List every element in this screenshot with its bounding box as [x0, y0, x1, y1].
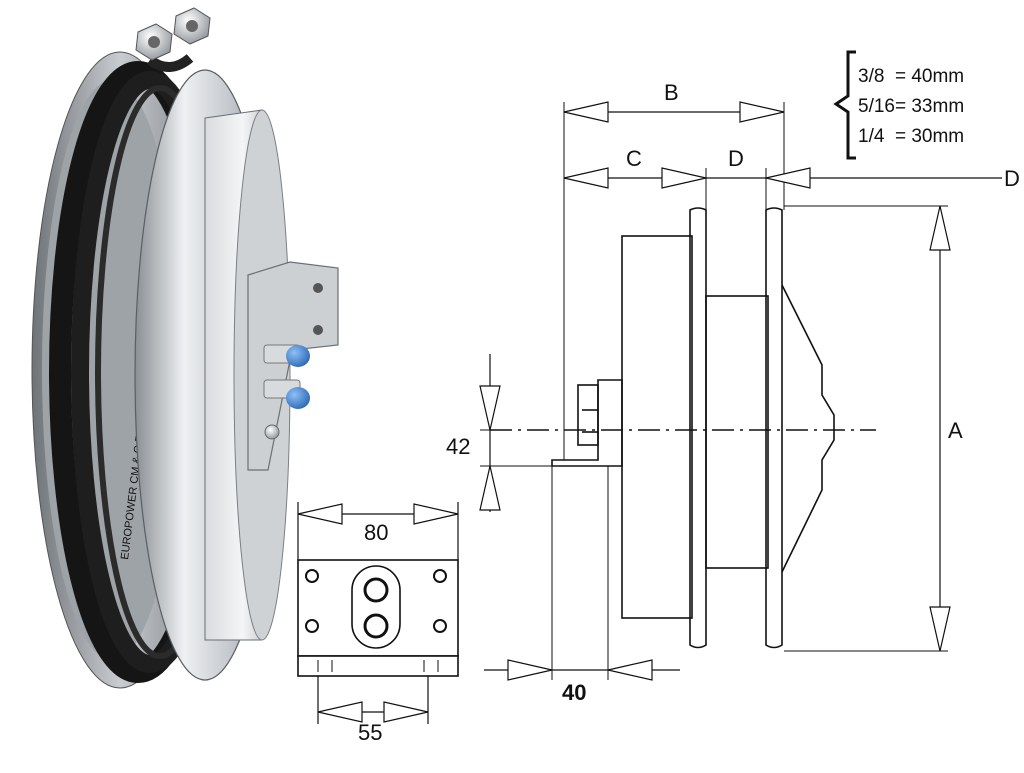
label-42: 42: [446, 434, 470, 459]
label-d-inner: D: [728, 146, 744, 171]
label-c: C: [626, 146, 642, 171]
blue-cap-lower: [286, 387, 310, 409]
dim-a-arrow-top: [929, 205, 951, 251]
bracket-hole-bottom: [313, 325, 323, 335]
label-a: A: [948, 418, 963, 443]
dim-80-arrow-right: [413, 503, 459, 525]
cone-outline: [781, 284, 835, 573]
bracket-hole-tl: [305, 569, 319, 583]
dim-b-arrow-right: [739, 101, 785, 123]
bracket-front-view: 80 55: [297, 502, 459, 745]
label-b: B: [664, 80, 679, 105]
bracket-bolt: [264, 424, 280, 440]
hose-reel-photo: EUROPOWER CM & Q 71L DIA 6 MM WP 4500 PS…: [31, 7, 339, 689]
dim-a-arrow-bottom: [929, 606, 951, 652]
dim-c-arrow-right: [661, 167, 707, 189]
mounting-bracket: [247, 261, 339, 471]
bracket-hole-tr: [433, 569, 447, 583]
label-40: 40: [562, 680, 586, 705]
dim-55-arrow-left: [317, 701, 363, 723]
dim-40-arrow-right: [607, 659, 653, 681]
dim-42-arrow-bottom: [479, 465, 501, 511]
legend-row-3-8: 3/8 = 40mm: [858, 66, 964, 87]
legend-row-5-16: 5/16= 33mm: [858, 96, 964, 117]
dim-40-arrow-left: [507, 659, 553, 681]
bracket-block: [577, 384, 599, 446]
dim-80-arrow-left: [297, 503, 343, 525]
dim-55-arrow-right: [383, 701, 429, 723]
bracket-hole-br: [433, 619, 447, 633]
side-view-drawing: [551, 207, 835, 649]
bracket-port-lower: [363, 613, 389, 639]
label-d-outer: D: [1004, 166, 1020, 191]
hose-size-legend: 3/8 = 40mm 5/16= 33mm 1/4 = 30mm: [833, 50, 964, 160]
dim-b-arrow-left: [563, 101, 609, 123]
dim-42-arrow-top: [479, 385, 501, 431]
legend-brace: [833, 50, 856, 160]
bracket-hole-bl: [305, 619, 319, 633]
dimension-lines: [479, 101, 1002, 681]
blue-cap-upper: [286, 345, 310, 367]
drum-body-outline: [621, 235, 693, 619]
bracket-port-upper: [363, 577, 389, 603]
dim-c-arrow-left: [563, 167, 609, 189]
label-55: 55: [358, 720, 382, 745]
left-flange-outline: [689, 207, 707, 649]
bracket-side-outline: [551, 379, 623, 467]
top-hose-connectors: [135, 7, 211, 72]
legend-row-1-4: 1/4 = 30mm: [858, 126, 964, 147]
right-flange-outline: [765, 207, 783, 649]
dim-d-arrow: [765, 167, 811, 189]
label-80: 80: [364, 520, 388, 545]
bracket-base: [297, 655, 459, 677]
extension-lines: [480, 102, 948, 680]
bracket-hole-top: [313, 283, 323, 293]
hub-outline: [705, 295, 769, 569]
